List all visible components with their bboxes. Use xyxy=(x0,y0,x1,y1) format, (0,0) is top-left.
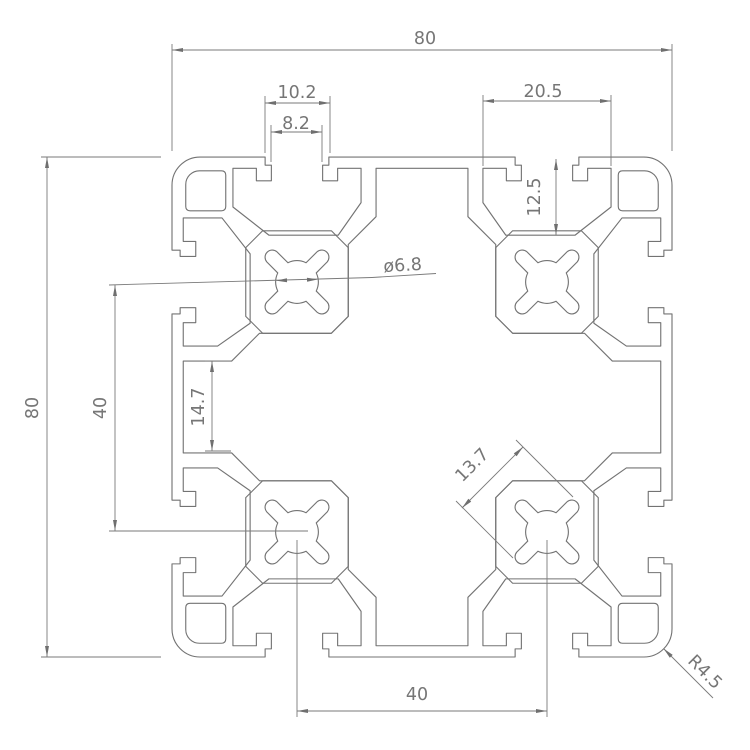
core-boss-top-right xyxy=(495,230,599,334)
dim-slot-opening-label: 8.2 xyxy=(282,114,310,134)
corner-cavity-bottom-left xyxy=(185,602,227,644)
dimension-arrow xyxy=(210,361,214,372)
dimension-arrow xyxy=(45,157,49,168)
dimension-arrow xyxy=(311,130,322,134)
dimension-arrow xyxy=(172,48,183,52)
dimension-arrow xyxy=(663,648,673,658)
dimension-line xyxy=(371,273,437,278)
dimension-arrow xyxy=(113,520,117,531)
dimension-arrow xyxy=(554,159,558,170)
core-hole-bottom-left xyxy=(264,499,330,565)
dimension-layer xyxy=(41,44,714,717)
core-hole-top-right xyxy=(514,249,580,315)
dim-top-width-label: 80 xyxy=(414,29,436,49)
dim-slot-recess-label: 10.2 xyxy=(278,83,317,103)
corner-cavity-bottom-right xyxy=(617,602,659,644)
dim-left-height-label: 80 xyxy=(23,397,43,419)
core-hole-top-left xyxy=(264,249,330,315)
dim-core-spacing-h-label: 40 xyxy=(406,685,428,705)
dim-core-spacing-v-label: 40 xyxy=(91,397,111,419)
dimension-arrow xyxy=(513,447,523,457)
dimension-arrow xyxy=(210,440,214,451)
dimension-arrow xyxy=(661,48,672,52)
core-boss-top-left xyxy=(245,230,349,334)
core-hole-bottom-right xyxy=(514,499,580,565)
dimension-line xyxy=(455,500,514,559)
dim-tslot-width-label: 20.5 xyxy=(524,82,563,102)
profile-outer-contour xyxy=(171,156,673,658)
core-boss-bottom-right xyxy=(495,480,599,584)
dimension-arrow xyxy=(554,224,558,235)
dimension-arrow xyxy=(45,646,49,657)
dimension-line xyxy=(108,277,373,286)
dimension-arrow xyxy=(483,99,494,103)
dimension-arrow xyxy=(271,130,282,134)
dimension-line xyxy=(515,439,574,498)
dimension-arrow xyxy=(319,101,330,105)
corner-cavity-top-right xyxy=(617,170,659,212)
dim-corner-radius-label: R4.5 xyxy=(683,651,725,693)
dimension-arrow xyxy=(265,101,276,105)
dimension-labels: 80 10.2 8.2 20.5 12.5 ø6.8 80 40 14.7 13… xyxy=(23,29,726,705)
dim-cross-span-label: 13.7 xyxy=(452,445,494,487)
central-plus-cavity xyxy=(182,167,662,647)
dimension-arrow xyxy=(462,498,472,508)
corner-cavity-top-left xyxy=(185,170,227,212)
dimension-line xyxy=(663,648,714,699)
dimension-arrow xyxy=(276,278,288,283)
profile-geometry xyxy=(171,156,673,658)
dim-core-hole-label: ø6.8 xyxy=(383,255,423,277)
dim-side-arm-label: 14.7 xyxy=(189,388,209,427)
dim-tslot-depth-label: 12.5 xyxy=(525,178,545,217)
dimension-arrow xyxy=(113,285,117,296)
dimension-arrow xyxy=(600,99,611,103)
core-boss-bottom-left xyxy=(245,480,349,584)
dimension-arrow xyxy=(536,709,547,713)
dimension-arrow xyxy=(306,277,318,282)
dimension-arrow xyxy=(297,709,308,713)
dimension-line xyxy=(461,446,524,509)
